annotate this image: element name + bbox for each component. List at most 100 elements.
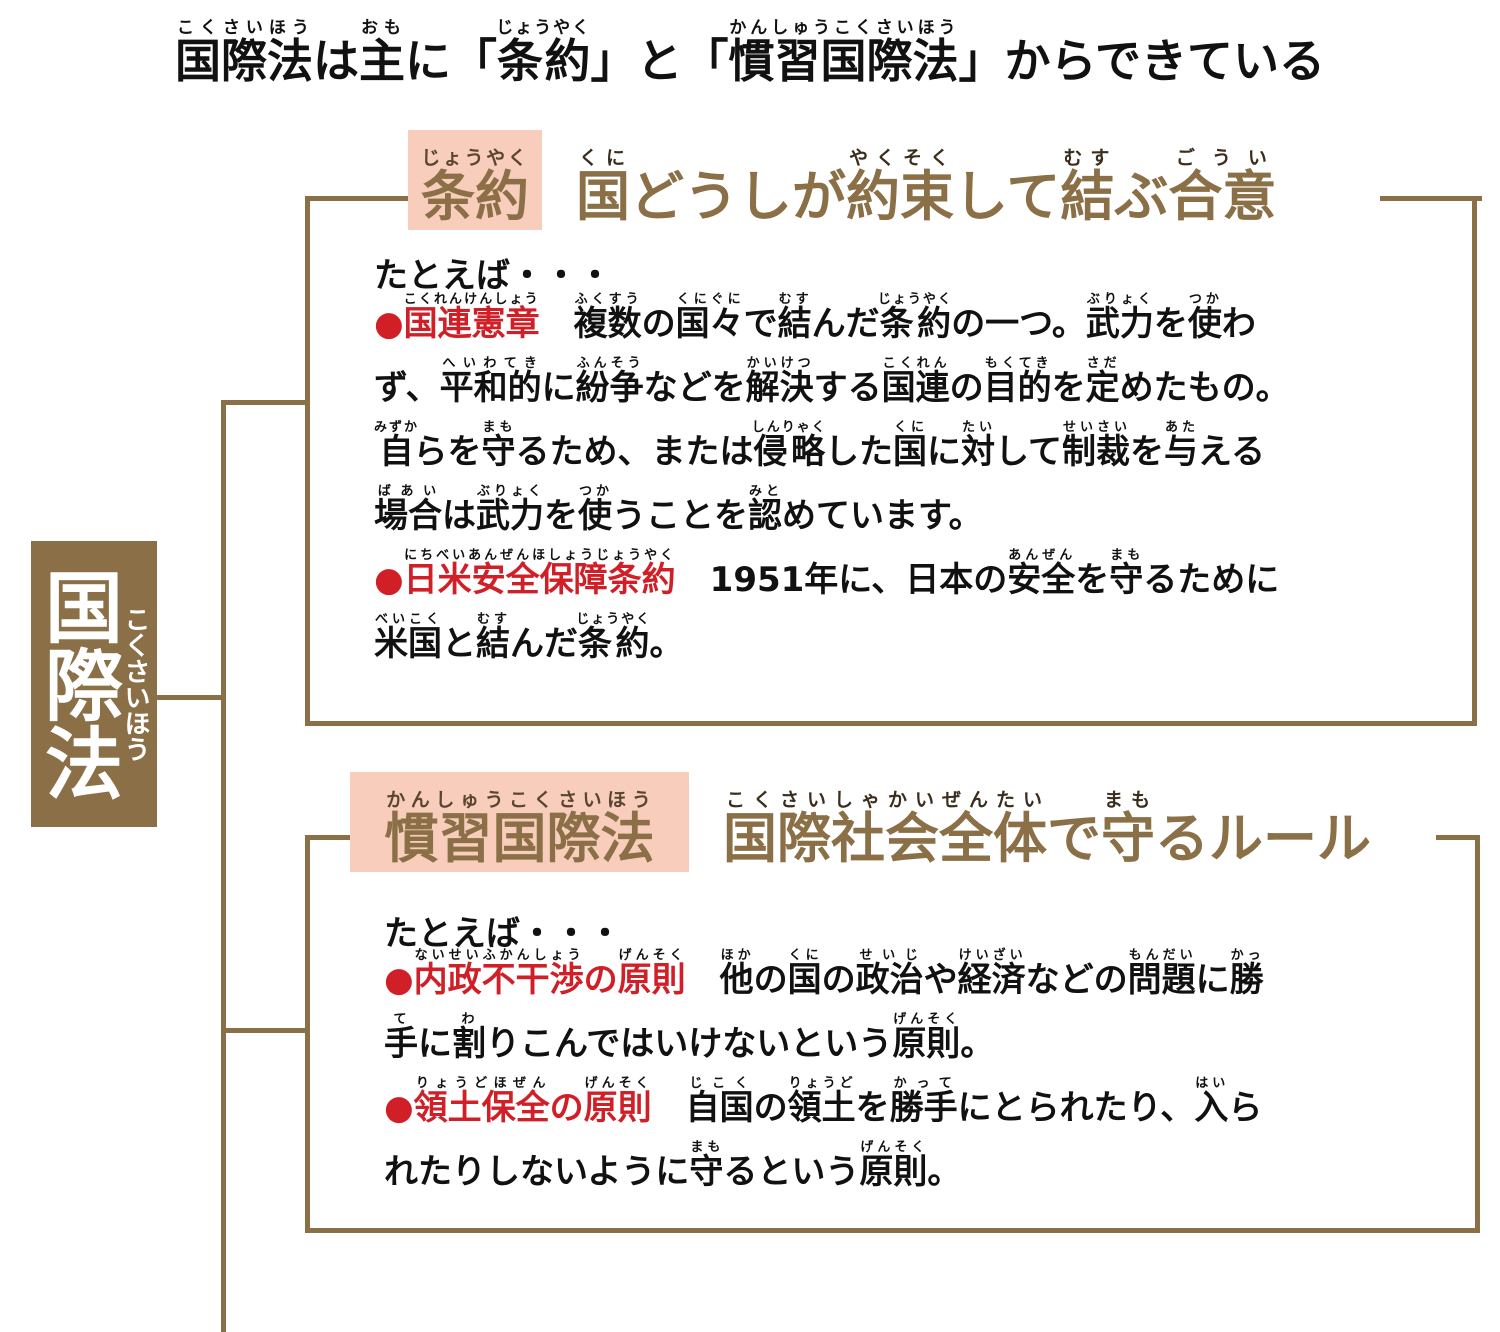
furigana: ばあい bbox=[374, 484, 442, 499]
furigana: まも bbox=[1109, 548, 1144, 563]
text-segment: して bbox=[954, 165, 1061, 228]
body-line: ず、平和的へいわてきに紛争ふんそうなどを解決かいけつする国連こくれんの目的もくて… bbox=[374, 356, 1290, 420]
treaty-frame-top-right bbox=[1380, 196, 1482, 201]
text-segment: 。 bbox=[649, 624, 684, 664]
text-segment: 侵略しんりゃく bbox=[751, 420, 827, 472]
text-segment: 場合ばあい bbox=[374, 484, 442, 536]
root-label: 国際法 bbox=[32, 567, 122, 801]
bullet-icon: ● bbox=[384, 960, 414, 1000]
term-highlight: の bbox=[549, 1088, 584, 1128]
text-segment: 」と「 bbox=[590, 34, 729, 88]
text-segment: ぶ bbox=[1114, 165, 1169, 228]
furigana: かって bbox=[889, 1076, 958, 1091]
text-segment: 1951年に、日本の bbox=[675, 560, 1008, 600]
text-segment: 目的もくてき bbox=[983, 356, 1052, 408]
text-segment: 勝手かって bbox=[889, 1076, 958, 1128]
furigana: げんそく bbox=[617, 948, 686, 963]
text-segment: 勝かっ bbox=[1229, 948, 1264, 1000]
text-segment: 原則げんそく bbox=[859, 1140, 928, 1192]
body-line: れたりしないように守まもるという原則げんそく。 bbox=[384, 1140, 1264, 1204]
term-highlight: 領土保全りょうどほぜん bbox=[413, 1076, 550, 1128]
term-highlight: 国連憲章こくれんけんしょう bbox=[403, 292, 540, 344]
text-segment: 領土りょうど bbox=[787, 1076, 856, 1128]
furigana: むす bbox=[777, 292, 812, 307]
furigana: じこく bbox=[685, 1076, 754, 1091]
customary-frame-top-left bbox=[305, 835, 353, 840]
furigana: つか bbox=[578, 484, 612, 499]
text-segment: 入はい bbox=[1194, 1076, 1229, 1128]
text-segment: を bbox=[1075, 560, 1110, 600]
furigana: げんそく bbox=[892, 1012, 961, 1027]
text-segment: の bbox=[753, 1088, 788, 1128]
treaty-frame-top-left bbox=[305, 196, 410, 201]
furigana: ぶりょく bbox=[476, 484, 544, 499]
furigana: こくさいしゃかいぜんたい bbox=[723, 789, 1047, 811]
branch-bottom-link bbox=[221, 1028, 308, 1033]
text-segment: 条約じょうやく bbox=[496, 18, 592, 88]
treaty-heading: 条約じょうやく 国くにどうしが約束やくそくして結むすぶ合意ごうい bbox=[408, 130, 1276, 230]
term-highlight: 原則げんそく bbox=[583, 1076, 652, 1128]
furigana: かいけつ bbox=[745, 356, 814, 371]
text-segment: 国々くにぐに bbox=[675, 292, 744, 344]
text-segment: 守まも bbox=[481, 420, 516, 472]
text-segment: を bbox=[855, 1088, 890, 1128]
furigana: しんりゃく bbox=[751, 420, 827, 435]
text-segment: に「 bbox=[404, 34, 497, 88]
body-line: 手てに割わりこんではいけないという原則げんそく。 bbox=[384, 1012, 1264, 1076]
bullet-icon: ● bbox=[374, 560, 404, 600]
text-segment: 条約じょうやく bbox=[877, 292, 953, 344]
text-segment: 約束やくそく bbox=[846, 147, 954, 228]
text-segment: わ bbox=[1221, 304, 1256, 344]
root-node-international-law: 国際法 こくさいほう bbox=[31, 541, 157, 827]
root-connector bbox=[157, 695, 223, 700]
text-segment: 紛争ふんそう bbox=[575, 356, 644, 408]
text-segment: は bbox=[442, 496, 476, 536]
text-segment: 対たい bbox=[961, 420, 996, 472]
bullet-icon: ● bbox=[374, 304, 404, 344]
text-segment: 使つか bbox=[578, 484, 612, 536]
furigana: て bbox=[384, 1012, 418, 1027]
text-segment: るルール bbox=[1155, 807, 1371, 870]
text-segment: で bbox=[743, 304, 778, 344]
text-segment: 問題もんだい bbox=[1127, 948, 1196, 1000]
customary-panel bbox=[305, 835, 1480, 1233]
text-segment: の bbox=[753, 960, 788, 1000]
text-segment: 合意ごうい bbox=[1168, 147, 1277, 228]
text-segment: 。 bbox=[960, 1024, 995, 1064]
branch-top bbox=[221, 400, 308, 405]
text-segment: して bbox=[995, 432, 1062, 472]
text-segment: は bbox=[312, 34, 359, 88]
text-segment: 与あた bbox=[1164, 420, 1198, 472]
body-line: 自みずからを守まもるため、または侵略しんりゃくした国くにに対たいして制裁せいさい… bbox=[374, 420, 1290, 484]
furigana: つか bbox=[1187, 292, 1222, 307]
text-segment: と bbox=[442, 624, 476, 664]
treaty-intro: たとえば・・・ bbox=[374, 256, 612, 296]
text-segment: れたりしないように bbox=[384, 1152, 690, 1192]
furigana: くに bbox=[576, 147, 630, 169]
treaty-label-text: 条約 bbox=[421, 165, 529, 228]
text-segment: の bbox=[821, 960, 856, 1000]
text-segment: 使つか bbox=[1187, 292, 1222, 344]
text-segment: るために bbox=[1143, 560, 1280, 600]
furigana: ふくすう bbox=[573, 292, 642, 307]
text-segment: などを bbox=[643, 368, 746, 408]
text-segment: を bbox=[1051, 368, 1086, 408]
customary-label: 慣習国際法かんしゅうこくさいほう bbox=[350, 772, 689, 872]
body-line: 場合ばあいは武力ぶりょくを使つかうことを認みとめています。 bbox=[374, 484, 1290, 548]
text-segment: の bbox=[641, 304, 676, 344]
furigana: けいざい bbox=[957, 948, 1026, 963]
text-segment: 国際法こくさいほう bbox=[174, 18, 313, 88]
treaty-examples: ●国連憲章こくれんけんしょう 複数ふくすうの国々くにぐにで結むすんだ条約じょうや… bbox=[374, 292, 1290, 676]
furigana: ぶりょく bbox=[1085, 292, 1154, 307]
text-segment: 国くに bbox=[787, 948, 822, 1000]
term-highlight: 日米安全保障条約にちべいあんぜんほしょうじょうやく bbox=[403, 548, 676, 600]
treaty-label: 条約じょうやく bbox=[408, 130, 542, 230]
furigana: さだ bbox=[1085, 356, 1120, 371]
furigana: せいじ bbox=[855, 948, 924, 963]
furigana: じょうやく bbox=[576, 612, 652, 627]
furigana: ないせいふかんしょう bbox=[413, 948, 584, 963]
body-line: ●領土保全りょうどほぜんの原則げんそく 自国じこくの領土りょうどを勝手かってにと… bbox=[384, 1076, 1264, 1140]
text-segment: に bbox=[927, 432, 962, 472]
text-segment: 武力ぶりょく bbox=[1085, 292, 1154, 344]
text-segment: を bbox=[1153, 304, 1188, 344]
